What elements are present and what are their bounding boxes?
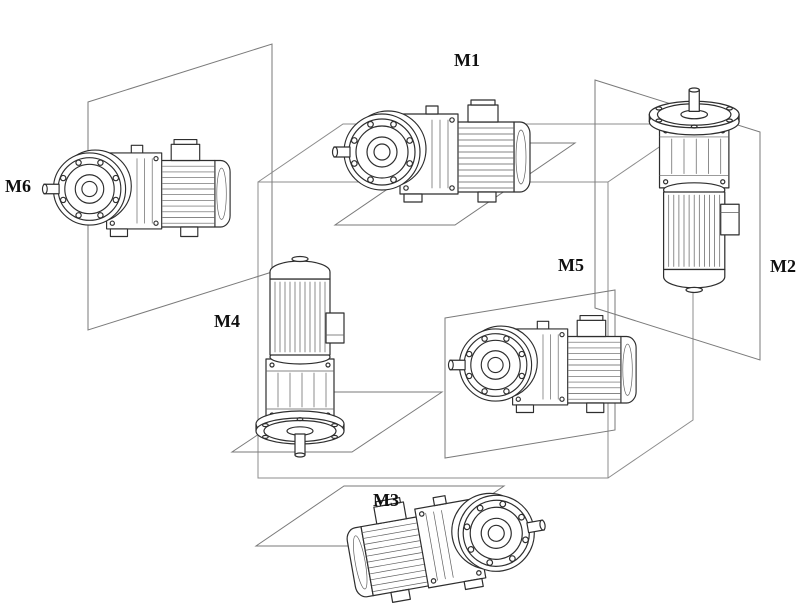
gearmotor-m6 bbox=[41, 139, 231, 238]
mounting-plate-m5 bbox=[444, 289, 616, 459]
label-m2: M2 bbox=[770, 256, 796, 276]
gearmotor-drawing bbox=[255, 255, 345, 458]
gearmotor-drawing bbox=[41, 139, 231, 238]
gearmotor-m1 bbox=[331, 99, 531, 203]
label-m1: M1 bbox=[454, 50, 480, 70]
gearmotor-m2 bbox=[648, 87, 740, 294]
label-m4: M4 bbox=[214, 311, 240, 331]
gearmotor-m4 bbox=[255, 255, 345, 458]
gearmotor-drawing bbox=[648, 87, 740, 294]
label-m3: M3 bbox=[373, 490, 399, 510]
label-m5: M5 bbox=[558, 255, 584, 275]
gearmotor-drawing bbox=[331, 99, 531, 203]
label-m6: M6 bbox=[5, 176, 31, 196]
